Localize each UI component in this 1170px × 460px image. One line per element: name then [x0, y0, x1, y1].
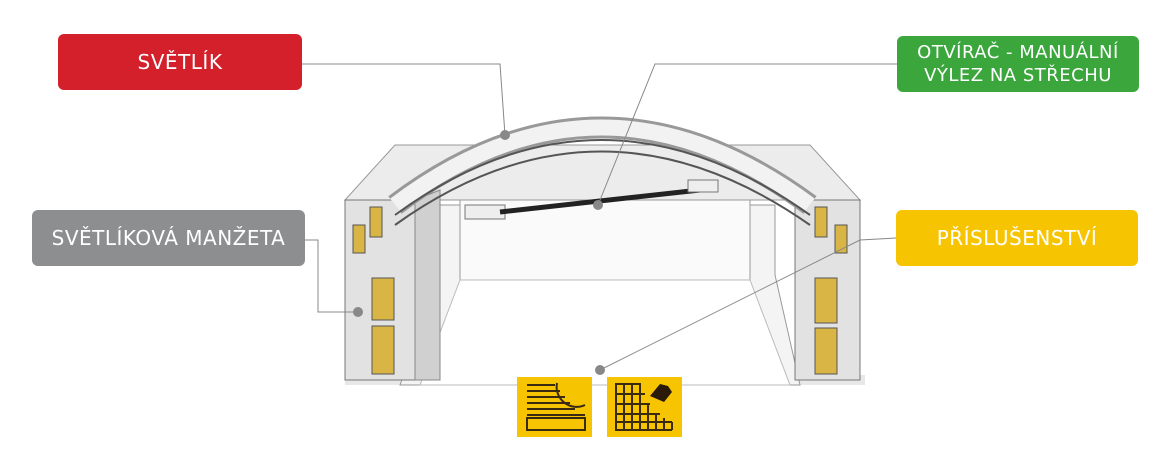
- label-opener-line2: VÝLEZ NA STŘECHU: [924, 65, 1112, 86]
- label-skylight: SVĚTLÍK: [58, 34, 302, 90]
- label-accessories: PŘÍSLUŠENSTVÍ: [896, 210, 1138, 266]
- net-hand-icon: [607, 377, 682, 437]
- label-opener-line1: OTVÍRAČ - MANUÁLNÍ: [917, 42, 1119, 63]
- label-skylight-collar: SVĚTLÍKOVÁ MANŽETA: [32, 210, 305, 266]
- label-opener: OTVÍRAČ - MANUÁLNÍ VÝLEZ NA STŘECHU: [897, 36, 1139, 92]
- blind-sun-icon: [517, 377, 592, 437]
